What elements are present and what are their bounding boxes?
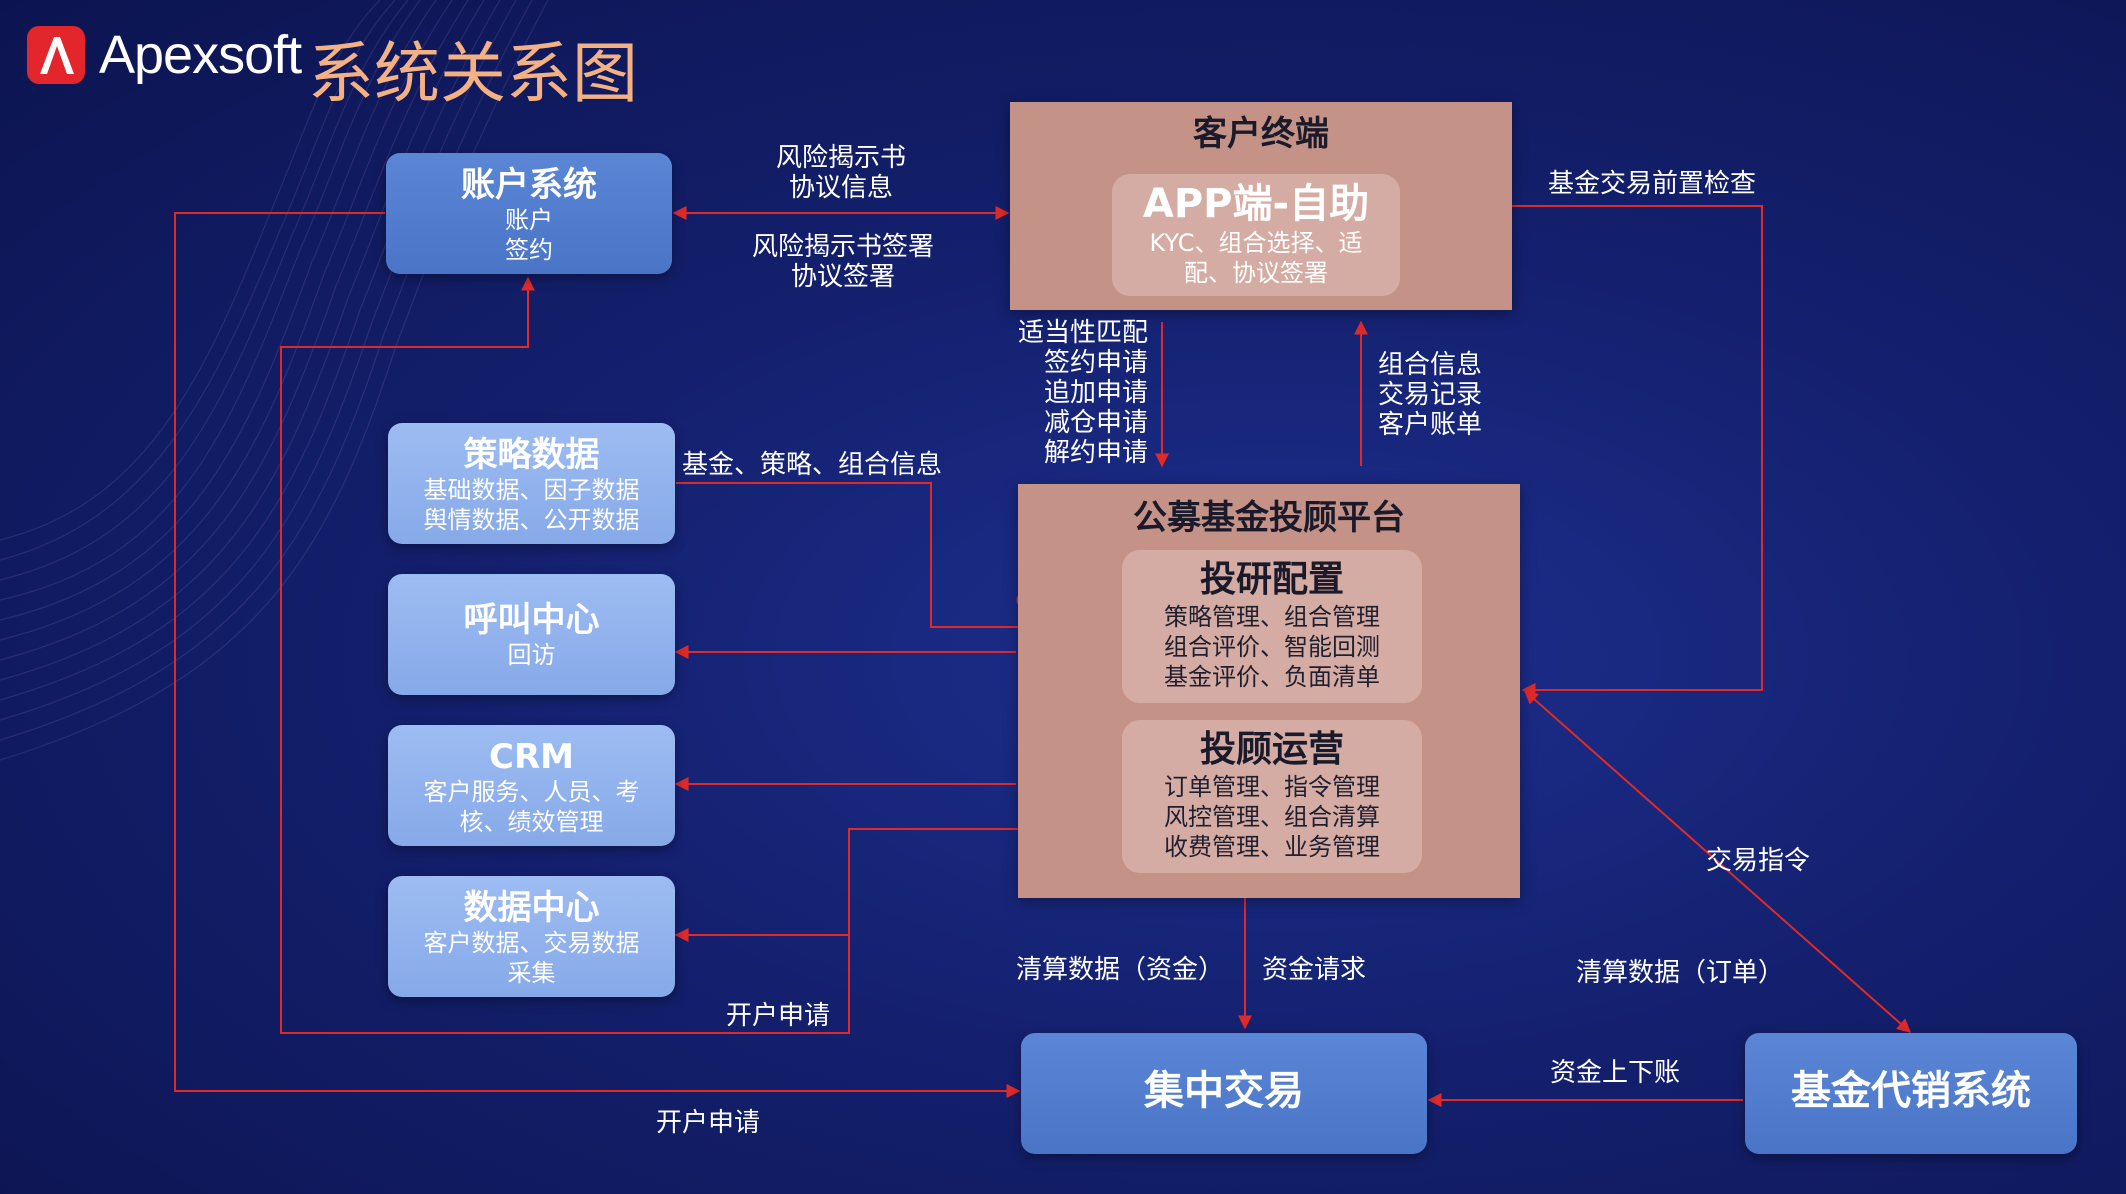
page-title: 系统关系图 [308, 35, 638, 112]
node-line: 核、绩效管理 [459, 808, 604, 836]
node-line: 回访 [507, 641, 556, 669]
node-call-center: 呼叫中心 回访 [388, 574, 675, 695]
edge-open-account-1 [280, 276, 850, 1034]
advisory-operations: 投顾运营 订单管理、指令管理 风控管理、组合清算 收费管理、业务管理 [1122, 720, 1422, 873]
node-advisory-platform: 公募基金投顾平台 投研配置 策略管理、组合管理 组合评价、智能回测 基金评价、负… [1018, 484, 1520, 898]
node-title: CRM [489, 737, 574, 777]
edge-pre-check [1512, 205, 1763, 697]
node-account-system: 账户系统 账户 签约 [386, 153, 672, 274]
edge-label-pre-check: 基金交易前置检查 [1548, 169, 1757, 199]
edge-label-client-to-account: 风险揭示书签署 协议签署 [752, 232, 935, 292]
node-title: 集中交易 [1144, 1068, 1304, 1114]
node-title: 公募基金投顾平台 [1133, 498, 1405, 538]
app-self-service: APP端-自助 KYC、组合选择、适 配、协议签署 [1112, 174, 1400, 296]
section-line: 风控管理、组合清算 [1164, 803, 1380, 831]
node-line: 签约 [505, 236, 553, 264]
section-line: 订单管理、指令管理 [1164, 773, 1380, 801]
node-title: 呼叫中心 [463, 600, 600, 640]
section-line: 收费管理、业务管理 [1164, 833, 1380, 861]
edge-label-client-to-platform: 适当性匹配 签约申请 追加申请 减仓申请 解约申请 [1018, 318, 1149, 468]
edge-open-account-2 [174, 212, 1021, 1098]
node-title: 数据中心 [463, 888, 600, 928]
section-line: 组合评价、智能回测 [1164, 633, 1380, 661]
section-title: 投研配置 [1199, 559, 1344, 600]
edge-label-clearing-orders: 清算数据（订单） [1576, 958, 1785, 988]
node-data-center: 数据中心 客户数据、交易数据 采集 [388, 876, 675, 997]
edge-label-fund-transfer: 资金上下账 [1550, 1058, 1681, 1088]
brand-name: Apexsoft [99, 25, 302, 85]
apexsoft-logo-icon [27, 26, 85, 84]
node-crm: CRM 客户服务、人员、考 核、绩效管理 [388, 725, 675, 846]
node-client-terminal: 客户终端 APP端-自助 KYC、组合选择、适 配、协议签署 [1010, 102, 1512, 310]
brand: Apexsoft [27, 24, 302, 86]
node-central-trading: 集中交易 [1021, 1033, 1427, 1154]
edge-label-account-to-client: 风险揭示书 协议信息 [776, 143, 907, 203]
section-line: 策略管理、组合管理 [1164, 603, 1380, 631]
node-line: 客户服务、人员、考 [423, 778, 640, 806]
node-title: 账户系统 [461, 165, 597, 205]
node-line: 账户 [505, 206, 553, 234]
app-line: 配、协议签署 [1184, 259, 1328, 287]
edge-datacenter [674, 828, 1118, 942]
edge-label-platform-to-client: 组合信息 交易记录 客户账单 [1378, 350, 1483, 440]
research-config: 投研配置 策略管理、组合管理 组合评价、智能回测 基金评价、负面清单 [1122, 550, 1422, 703]
edge-label-trade-instruction: 交易指令 [1706, 846, 1811, 876]
edge-label-open-account-1: 开户申请 [726, 1001, 831, 1031]
node-line: 客户数据、交易数据 [423, 929, 640, 957]
node-line: 基础数据、因子数据 [423, 476, 640, 504]
node-line: 采集 [507, 959, 556, 987]
app-line: KYC、组合选择、适 [1149, 229, 1363, 257]
node-fund-distribution: 基金代销系统 [1745, 1033, 2077, 1154]
node-title: 策略数据 [463, 435, 600, 475]
app-title: APP端-自助 [1142, 181, 1370, 227]
node-line: 舆情数据、公开数据 [423, 506, 640, 534]
edge-label-strategy-to-research: 基金、策略、组合信息 [682, 450, 943, 480]
section-line: 基金评价、负面清单 [1164, 663, 1380, 691]
node-title: 客户终端 [1193, 114, 1329, 154]
edge-label-clearing-funds: 清算数据（资金） [1016, 955, 1225, 985]
edge-label-funds-request: 资金请求 [1262, 955, 1367, 985]
edge-trade-instruction [1523, 690, 1912, 1033]
node-strategy-data: 策略数据 基础数据、因子数据 舆情数据、公开数据 [388, 423, 675, 544]
node-title: 基金代销系统 [1791, 1068, 2031, 1114]
section-title: 投顾运营 [1199, 729, 1344, 770]
edge-label-open-account-2: 开户申请 [656, 1108, 761, 1138]
